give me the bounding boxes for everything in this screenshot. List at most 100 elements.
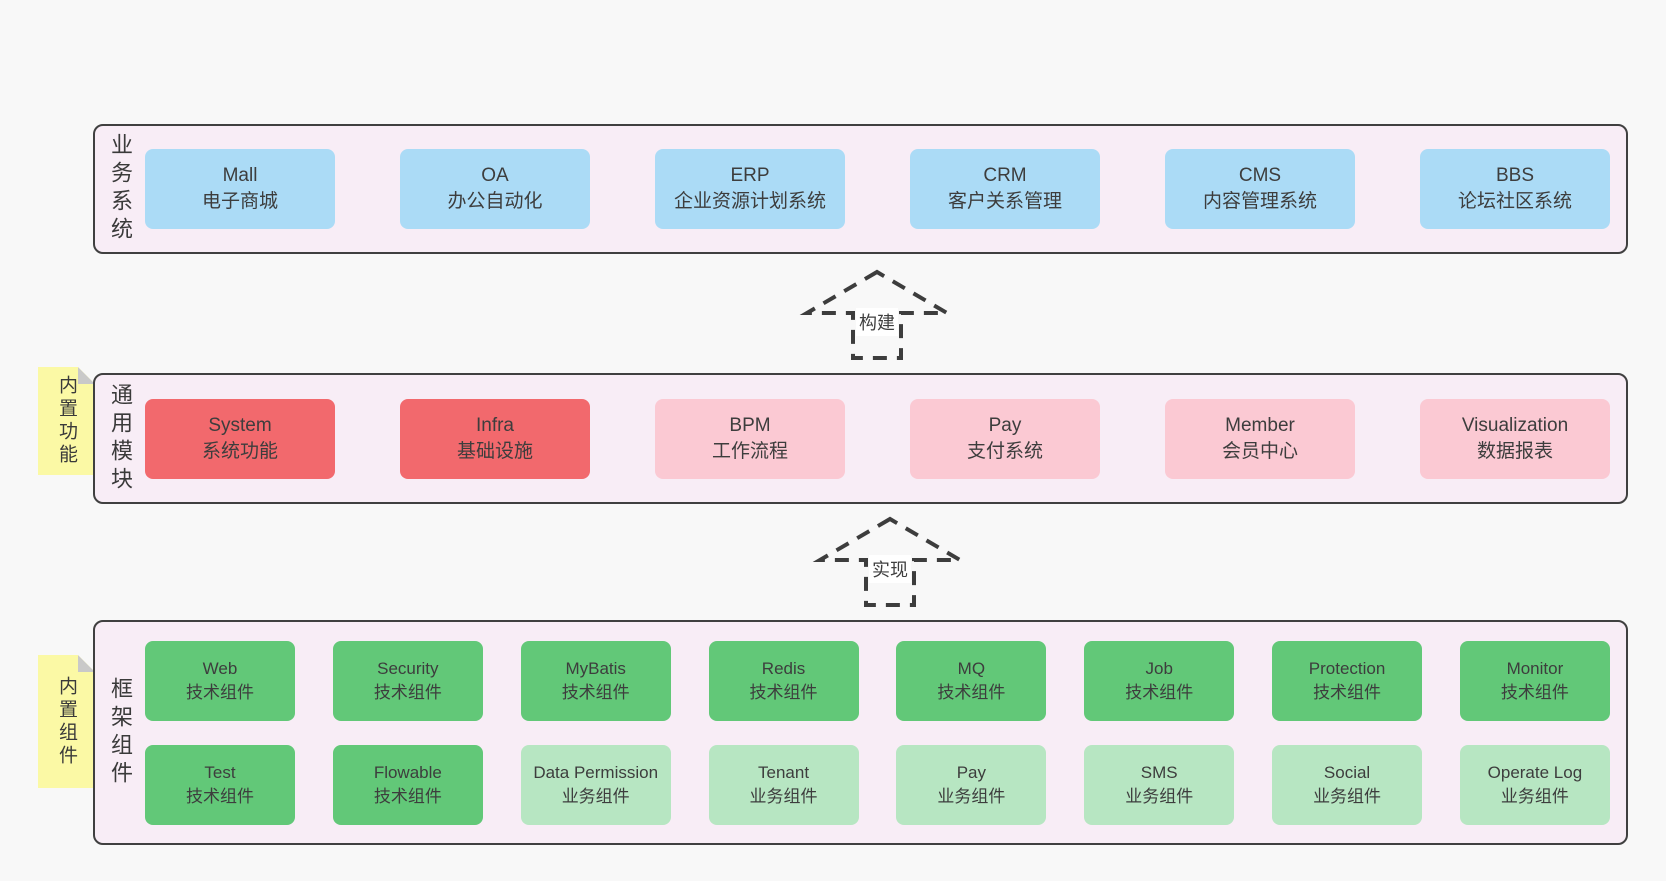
box-cms: CMS 内容管理系统 — [1165, 149, 1355, 229]
framework-row-business: Test 技术组件 Flowable 技术组件 Data Permission … — [145, 744, 1610, 825]
box-data-permission: Data Permission 业务组件 — [520, 744, 671, 825]
box-name: Protection — [1308, 658, 1386, 678]
box-social: Social 业务组件 — [1272, 744, 1423, 825]
box-name: Infra — [475, 414, 515, 436]
box-mybatis: MyBatis 技术组件 — [520, 640, 671, 721]
box-desc: 技术组件 — [373, 786, 442, 806]
box-name: Test — [204, 762, 236, 782]
business-layer-boxes: Mall 电子商城 OA 办公自动化 ERP 企业资源计划系统 CRM 客户关系… — [145, 126, 1626, 252]
implement-arrow-label: 实现 — [869, 555, 911, 583]
box-desc: 技术组件 — [561, 682, 630, 702]
box-name: Pay — [988, 414, 1022, 436]
build-arrow: 构建 — [799, 266, 955, 362]
box-desc: 企业资源计划系统 — [673, 191, 826, 212]
framework-layer-rows: Web 技术组件 Security 技术组件 MyBatis 技术组件 — [145, 622, 1626, 843]
box-desc: 内容管理系统 — [1202, 191, 1317, 212]
modules-layer-label: 通用模块 — [108, 382, 133, 495]
box-bbs: BBS 论坛社区系统 — [1420, 149, 1610, 229]
box-name: BPM — [729, 414, 771, 436]
build-arrow-label: 构建 — [856, 308, 898, 336]
box-desc: 业务组件 — [1313, 786, 1382, 806]
box-desc: 技术组件 — [749, 682, 818, 702]
box-desc: 技术组件 — [937, 682, 1006, 702]
framework-row-tech: Web 技术组件 Security 技术组件 MyBatis 技术组件 — [145, 640, 1610, 721]
box-name: Pay — [956, 762, 987, 782]
business-layer-panel: 业务系统 Mall 电子商城 OA 办公自动化 ERP 企业资源计划系统 — [93, 124, 1628, 254]
box-desc: 数据报表 — [1476, 440, 1553, 462]
box-desc: 业务组件 — [749, 786, 818, 806]
built-in-components-tab: 内置组件 — [38, 655, 95, 788]
box-name: Monitor — [1506, 658, 1564, 678]
box-name: Flowable — [373, 762, 442, 782]
up-arrow-icon — [799, 269, 955, 360]
framework-layer-label: 框架组件 — [108, 676, 133, 789]
box-name: OA — [481, 165, 509, 186]
box-web: Web 技术组件 — [145, 640, 295, 721]
modules-layer-panel: 通用模块 System 系统功能 Infra 基础设施 BPM 工作流程 — [93, 373, 1628, 504]
box-security: Security 技术组件 — [332, 640, 483, 721]
box-test: Test 技术组件 — [145, 744, 295, 825]
box-desc: 技术组件 — [186, 786, 254, 806]
box-desc: 基础设施 — [456, 440, 533, 462]
box-desc: 技术组件 — [1313, 682, 1382, 702]
box-crm: CRM 客户关系管理 — [910, 149, 1100, 229]
built-in-features-tab-label: 内置功能 — [56, 375, 77, 467]
up-arrow-icon — [812, 516, 968, 607]
box-desc: 业务组件 — [561, 786, 630, 806]
box-desc: 技术组件 — [186, 682, 254, 702]
box-name: ERP — [730, 165, 770, 186]
box-name: MQ — [957, 658, 986, 678]
box-desc: 系统功能 — [201, 440, 278, 462]
box-desc: 电子商城 — [201, 191, 278, 212]
box-visualization: Visualization 数据报表 — [1420, 398, 1610, 479]
built-in-components-tab-label: 内置组件 — [56, 675, 77, 768]
box-system: System 系统功能 — [145, 398, 335, 479]
box-name: Mall — [222, 165, 258, 186]
box-name: Job — [1145, 658, 1173, 678]
box-desc: 技术组件 — [1125, 682, 1194, 702]
box-name: Social — [1323, 762, 1371, 782]
box-desc: 技术组件 — [373, 682, 442, 702]
box-desc: 办公自动化 — [447, 191, 543, 212]
box-desc: 技术组件 — [1500, 682, 1569, 702]
box-name: Visualization — [1461, 414, 1569, 436]
box-name: Member — [1225, 414, 1295, 436]
modules-layer-boxes: System 系统功能 Infra 基础设施 BPM 工作流程 Pay 支付系统 — [145, 375, 1626, 502]
box-desc: 客户关系管理 — [947, 191, 1062, 212]
box-oa: OA 办公自动化 — [400, 149, 590, 229]
box-name: CRM — [983, 165, 1027, 186]
box-infra: Infra 基础设施 — [400, 398, 590, 479]
box-name: BBS — [1495, 165, 1535, 186]
box-name: Data Permission — [533, 762, 659, 782]
box-redis: Redis 技术组件 — [708, 640, 859, 721]
box-name: Operate Log — [1487, 762, 1583, 782]
box-name: System — [208, 414, 272, 436]
box-name: SMS — [1140, 762, 1178, 782]
box-mq: MQ 技术组件 — [896, 640, 1047, 721]
box-name: Security — [377, 658, 439, 678]
box-sms: SMS 业务组件 — [1084, 744, 1235, 825]
box-desc: 业务组件 — [1125, 786, 1194, 806]
box-desc: 支付系统 — [966, 440, 1043, 462]
box-name: CMS — [1238, 165, 1282, 186]
box-name: Web — [202, 658, 238, 678]
box-desc: 会员中心 — [1221, 440, 1298, 462]
business-layer-label: 业务系统 — [108, 133, 133, 245]
box-desc: 业务组件 — [937, 786, 1006, 806]
implement-arrow: 实现 — [812, 513, 968, 609]
box-protection: Protection 技术组件 — [1272, 640, 1423, 721]
box-monitor: Monitor 技术组件 — [1459, 640, 1610, 721]
box-job: Job 技术组件 — [1084, 640, 1235, 721]
box-name: Tenant — [758, 762, 810, 782]
box-member: Member 会员中心 — [1165, 398, 1355, 479]
box-desc: 论坛社区系统 — [1457, 191, 1572, 212]
box-name: MyBatis — [565, 658, 626, 678]
box-operate-log: Operate Log 业务组件 — [1459, 744, 1610, 825]
box-desc: 业务组件 — [1500, 786, 1569, 806]
box-erp: ERP 企业资源计划系统 — [655, 149, 845, 229]
framework-layer-panel: 框架组件 Web 技术组件 Security 技术组件 MyBatis — [93, 620, 1628, 845]
box-pay: Pay 支付系统 — [910, 398, 1100, 479]
box-bpm: BPM 工作流程 — [655, 398, 845, 479]
built-in-features-tab: 内置功能 — [38, 367, 95, 475]
box-mall: Mall 电子商城 — [145, 149, 335, 229]
